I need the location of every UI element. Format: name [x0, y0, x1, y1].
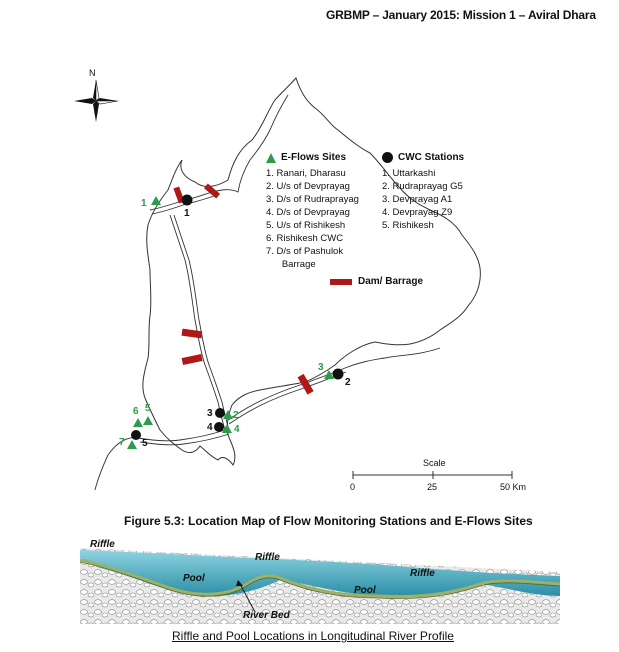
scale-tick-50: 50 Km — [500, 482, 527, 492]
cwc-label-5: 5 — [142, 438, 148, 449]
profile-label-river-bed: River Bed — [243, 610, 290, 621]
basin-boundary — [142, 77, 481, 466]
legend-eflows-item: 6. Rishikesh CWC — [266, 233, 344, 244]
compass-rose-icon: N — [72, 68, 120, 128]
legend-eflows-item: 4. D/s of Devprayag — [266, 207, 350, 218]
legend-cwc-item: 2. Rudraprayag G5 — [382, 181, 463, 192]
cwc-label-2: 2 — [345, 377, 351, 388]
scale-title: Scale — [423, 458, 446, 468]
eflow-site-markers — [127, 196, 334, 449]
legend-eflows-item: 3. D/s of Rudraprayag — [266, 194, 359, 205]
profile-caption: Riffle and Pool Locations in Longitudina… — [172, 629, 454, 643]
legend-eflows-item: 2. U/s of Devprayag — [266, 181, 350, 192]
eflow-label-4: 4 — [234, 424, 240, 435]
legend-cwc: CWC Stations 1. Uttarkashi 2. Rudrapraya… — [382, 152, 502, 232]
legend-cwc-item: 1. Uttarkashi — [382, 168, 436, 179]
legend-dam: Dam/ Barrage — [330, 276, 423, 287]
compass-north-label: N — [89, 68, 96, 78]
eflow-label-2: 2 — [233, 410, 239, 421]
legend-eflows-item: 7. D/s of Pashulok — [266, 246, 344, 257]
figure-caption: Figure 5.3: Location Map of Flow Monitor… — [124, 514, 533, 528]
location-map — [94, 77, 513, 491]
eflow-label-7: 7 — [119, 437, 125, 448]
legend-cwc-item: 3. Devprayag A1 — [382, 194, 453, 205]
cwc-label-4: 4 — [207, 422, 213, 433]
legend-eflows-item: 5. U/s of Rishikesh — [266, 220, 346, 231]
scale-bar — [352, 471, 513, 479]
scale-tick-0: 0 — [350, 482, 356, 492]
dam-markers — [173, 183, 314, 395]
legend-eflows-item: 1. Ranari, Dharasu — [266, 168, 346, 179]
dam-bar-icon — [330, 278, 352, 285]
legend-cwc-title: CWC Stations — [398, 152, 465, 163]
eflow-label-5: 5 — [145, 403, 151, 414]
legend-eflows-title: E-Flows Sites — [281, 152, 347, 163]
black-circle-icon — [382, 152, 393, 163]
eflow-label-6: 6 — [133, 406, 139, 417]
legend-eflows: E-Flows Sites 1. Ranari, Dharasu 2. U/s … — [266, 152, 386, 271]
profile-label-pool-right: Pool — [354, 585, 376, 596]
legend-eflows-item: Barrage — [266, 259, 316, 270]
scale-tick-25: 25 — [427, 482, 438, 492]
eflow-label-3: 3 — [318, 362, 324, 373]
cwc-label-3: 3 — [207, 408, 213, 419]
profile-label-riffle-right: Riffle — [410, 568, 435, 579]
cwc-station-markers — [131, 194, 344, 440]
legend-dam-label: Dam/ Barrage — [358, 276, 424, 287]
profile-label-pool-left: Pool — [183, 573, 205, 584]
legend-cwc-item: 4. Devprayag Z9 — [382, 207, 453, 218]
profile-label-riffle-left: Riffle — [90, 539, 115, 550]
green-triangle-icon — [266, 152, 276, 163]
river-profile-diagram — [80, 548, 560, 624]
cwc-label-1: 1 — [184, 208, 190, 219]
legend-cwc-item: 5. Rishikesh — [382, 220, 434, 231]
page-header: GRBMP – January 2015: Mission 1 – Aviral… — [326, 8, 596, 22]
profile-label-riffle-mid: Riffle — [255, 552, 280, 563]
eflow-label-1: 1 — [141, 198, 147, 209]
